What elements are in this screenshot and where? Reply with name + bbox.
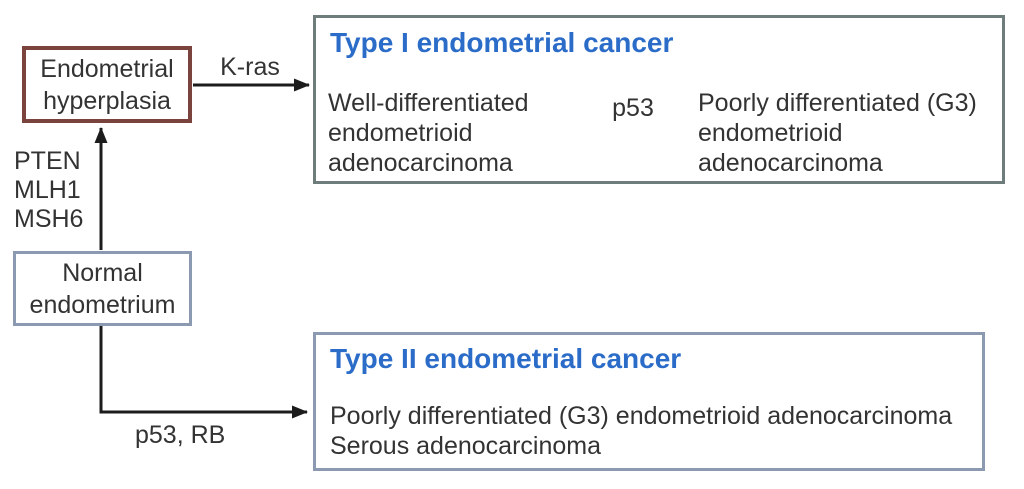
type1-left-text: Well-differentiated endometrioid adenoca…	[328, 89, 529, 177]
endometrial-hyperplasia-box: Endometrial hyperplasia	[22, 46, 192, 123]
p53-label: p53	[612, 94, 654, 122]
normal-endometrium-box: Normal endometrium	[13, 251, 192, 326]
type2-body: Poorly differentiated (G3) endometrioid …	[330, 402, 953, 460]
p53-rb-label: p53, RB	[135, 421, 226, 449]
normal-endometrium-label: Normal endometrium	[29, 258, 176, 319]
type1-right-text: Poorly differentiated (G3) endometrioid …	[698, 89, 977, 177]
k-ras-label: K-ras	[220, 53, 280, 81]
normal-to-type2-arrow	[99, 326, 308, 419]
gene-list: PTEN MLH1 MSH6	[14, 147, 84, 233]
type1-box	[313, 15, 1005, 184]
endometrial-hyperplasia-label: Endometrial hyperplasia	[40, 54, 174, 115]
type2-title: Type II endometrial cancer	[330, 343, 682, 374]
type2-box	[313, 332, 985, 471]
type1-title: Type I endometrial cancer	[330, 27, 674, 58]
